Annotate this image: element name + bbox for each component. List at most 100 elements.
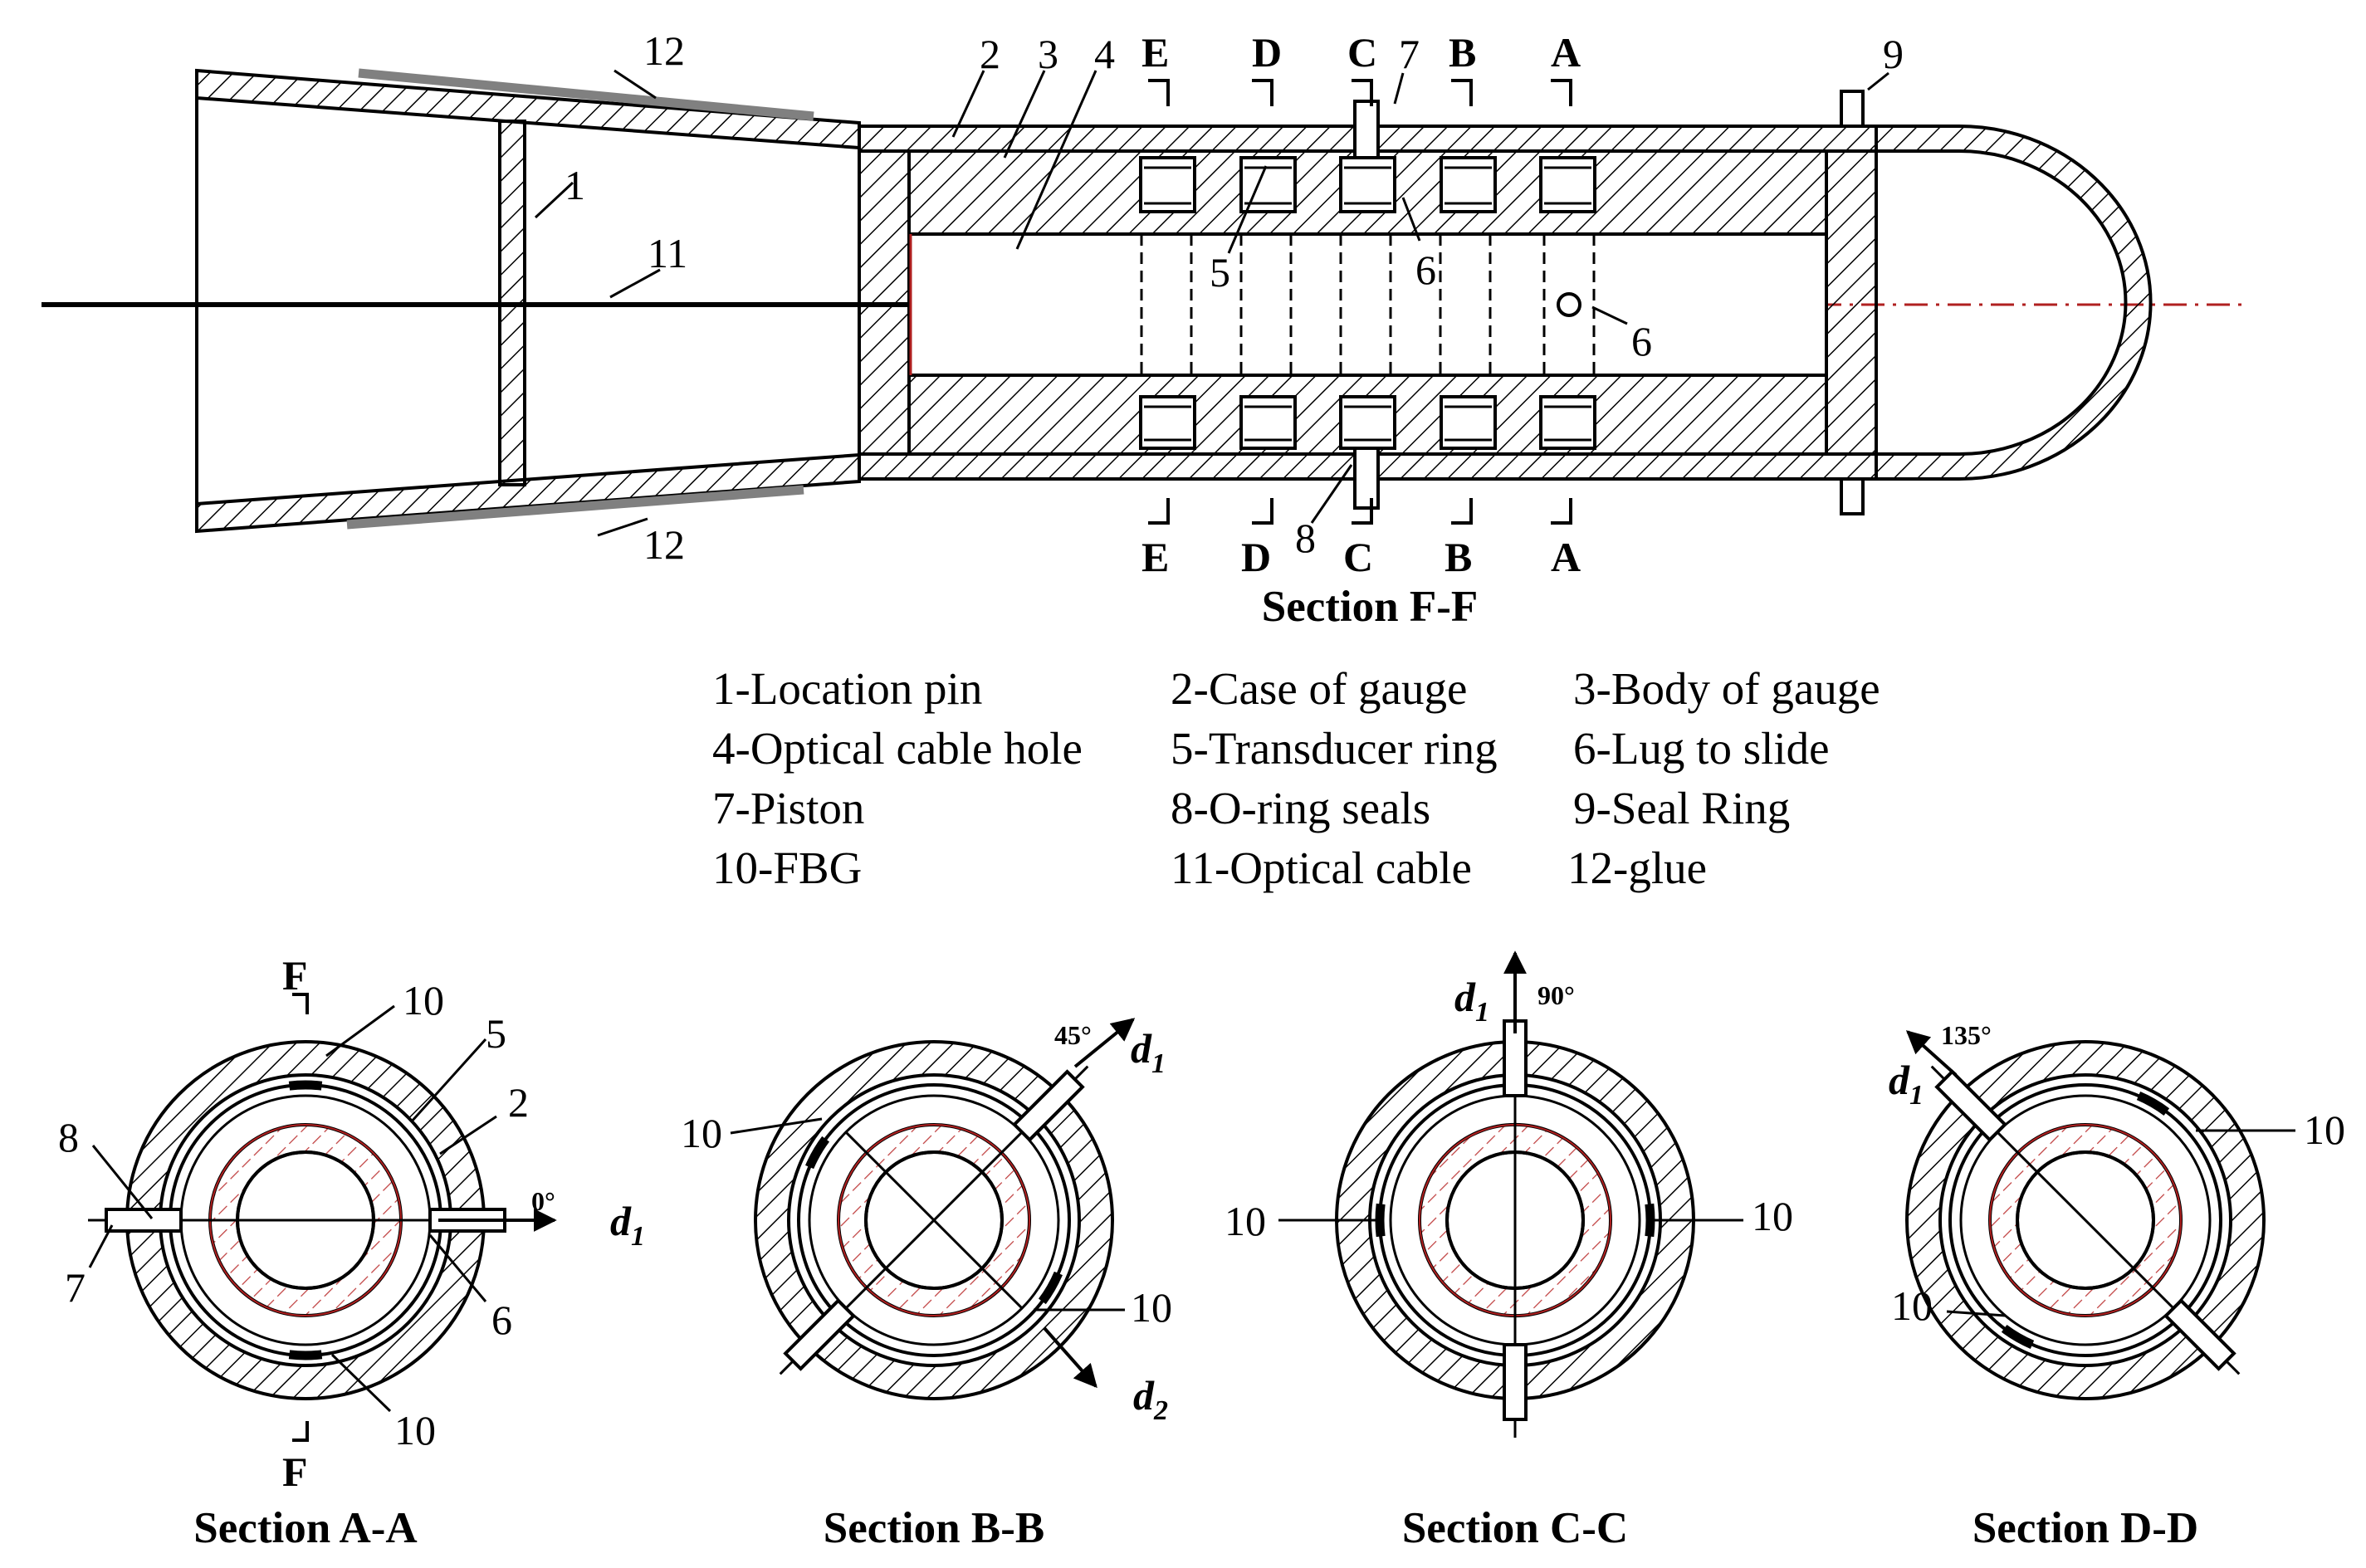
section-diameter-line — [1996, 1131, 2175, 1310]
main-section-title: Section F-F — [1262, 583, 1479, 631]
section-d-d — [1904, 1040, 2266, 1400]
label-5: 5 — [1210, 249, 1230, 296]
section-c-angle: 90° — [1537, 980, 1575, 1010]
gauge-case-ring — [1904, 1040, 2266, 1400]
piston-rod — [1930, 1065, 1946, 1081]
section-d-title: Section D-D — [1972, 1504, 2198, 1552]
transducer-ring-outer — [797, 1083, 1071, 1357]
transducer-ring-inner — [808, 1094, 1060, 1346]
cut-bottom-D: D — [1241, 534, 1271, 580]
gauge-case-ring — [753, 1040, 1115, 1400]
cut-top-D: D — [1252, 29, 1282, 76]
legend-item: 2-Case of gauge — [1171, 663, 1467, 714]
label-9: 9 — [1883, 31, 1904, 77]
legend-item: 1-Location pin — [712, 663, 982, 714]
label-3: 3 — [1038, 31, 1058, 77]
section-b-direction-2: d2 — [1133, 1372, 1168, 1426]
section-dashed-lines — [1140, 234, 1596, 375]
cut-top-E: E — [1141, 29, 1169, 76]
label-6b: 6 — [1631, 318, 1652, 364]
piston — [105, 1208, 183, 1233]
legend-item: 8-O-ring seals — [1171, 783, 1430, 833]
body-red-edge — [838, 1124, 1030, 1316]
label-12-top: 12 — [643, 27, 685, 74]
section-a-direction: d1 — [610, 1198, 645, 1252]
cut-mark-bottom — [1148, 498, 1170, 525]
legend-item: 12-glue — [1567, 843, 1707, 893]
label-7: 7 — [1399, 31, 1420, 77]
fbg-sensor — [1375, 1203, 1386, 1238]
legend-item: 3-Body of gauge — [1573, 663, 1880, 714]
legend-item: 11-Optical cable — [1171, 843, 1472, 893]
label-4: 4 — [1094, 31, 1115, 77]
cut-mark-bottom — [1352, 498, 1373, 525]
glue-strip-top — [358, 68, 814, 121]
main-leader-lines — [534, 69, 1889, 537]
cut-mark-top — [1252, 79, 1273, 106]
section-b-direction-1: d1 — [1131, 1025, 1166, 1079]
legend-item: 9-Seal Ring — [1573, 783, 1790, 833]
label-12-bottom: 12 — [643, 521, 685, 568]
label-8: 8 — [58, 1114, 79, 1160]
label-7: 7 — [65, 1264, 86, 1311]
cut-bottom-B: B — [1445, 534, 1472, 580]
seal-ring-bottom — [1840, 477, 1865, 515]
cut-mark-bottom — [1551, 498, 1572, 525]
legend-item: 4-Optical cable hole — [712, 723, 1083, 774]
location-pin — [498, 120, 526, 486]
gauge-case-right — [1825, 149, 1878, 456]
section-d-angle: 135° — [1941, 1020, 1992, 1050]
main-longitudinal-section — [42, 68, 2250, 534]
label-10: 10 — [2304, 1106, 2345, 1153]
cut-bottom-E: E — [1141, 534, 1169, 580]
transducer-ring-outer — [1948, 1083, 2222, 1357]
cut-bottom-A: A — [1551, 534, 1581, 580]
cut-top-C: C — [1347, 29, 1377, 76]
legend-item: 10-FBG — [712, 843, 862, 893]
cable-hole — [2016, 1150, 2155, 1290]
label-10: 10 — [403, 977, 444, 1023]
fbg-sensor — [2136, 1092, 2170, 1116]
section-b-annotations: 45° d1 d2 10 10 Section B-B — [681, 1018, 1172, 1552]
label-10: 10 — [1225, 1198, 1266, 1244]
legend: 1-Location pin 2-Case of gauge 3-Body of… — [712, 663, 1880, 893]
label-10: 10 — [681, 1110, 722, 1156]
nose-cap — [1875, 125, 2153, 481]
fbg-sensor — [288, 1080, 323, 1091]
label-8: 8 — [1295, 515, 1316, 561]
section-a-angle: 0° — [531, 1186, 555, 1216]
section-a-f-bottom: F — [282, 1448, 308, 1495]
fbg-sensor — [2001, 1324, 2035, 1349]
section-d-annotations: 135° d1 10 10 Section D-D — [1889, 1020, 2345, 1552]
cut-mark-bottom — [1451, 498, 1473, 525]
section-b-b — [753, 1040, 1115, 1400]
cut-mark-top — [1148, 79, 1170, 106]
transducer-ring-slots — [1139, 156, 1596, 450]
cable-hole — [864, 1150, 1004, 1290]
section-cut-marks — [1148, 79, 1572, 525]
section-c-annotations: d1 90° 10 10 Section C-C — [1225, 950, 1793, 1552]
piston-rod — [779, 1360, 794, 1375]
cut-mark-top — [1551, 79, 1572, 106]
fbg-sensor — [288, 1350, 323, 1360]
optical-cable-hole — [907, 232, 1828, 377]
piston-rod — [2225, 1360, 2241, 1375]
legend-item: 5-Transducer ring — [1171, 723, 1498, 774]
section-b-title: Section B-B — [824, 1504, 1044, 1552]
cut-bottom-C: C — [1343, 534, 1373, 580]
label-2: 2 — [508, 1079, 529, 1126]
piston-rod — [1073, 1065, 1089, 1081]
section-a-title: Section A-A — [193, 1504, 417, 1552]
fbg-sensor — [805, 1136, 830, 1170]
cut-top-A: A — [1551, 29, 1581, 76]
label-1: 1 — [565, 162, 585, 208]
fbg-sensor — [1038, 1271, 1063, 1305]
body-red-edge — [1989, 1124, 2182, 1316]
section-d-direction: d1 — [1889, 1057, 1924, 1111]
section-b-angle: 45° — [1054, 1020, 1092, 1050]
legend-item: 7-Piston — [712, 783, 864, 833]
main-labels: 1 11 12 12 2 3 4 7 9 5 6 6 8 E D C B A E… — [565, 27, 1904, 631]
transducer-ring-inner — [1959, 1094, 2212, 1346]
gauge-case-left — [858, 149, 911, 456]
